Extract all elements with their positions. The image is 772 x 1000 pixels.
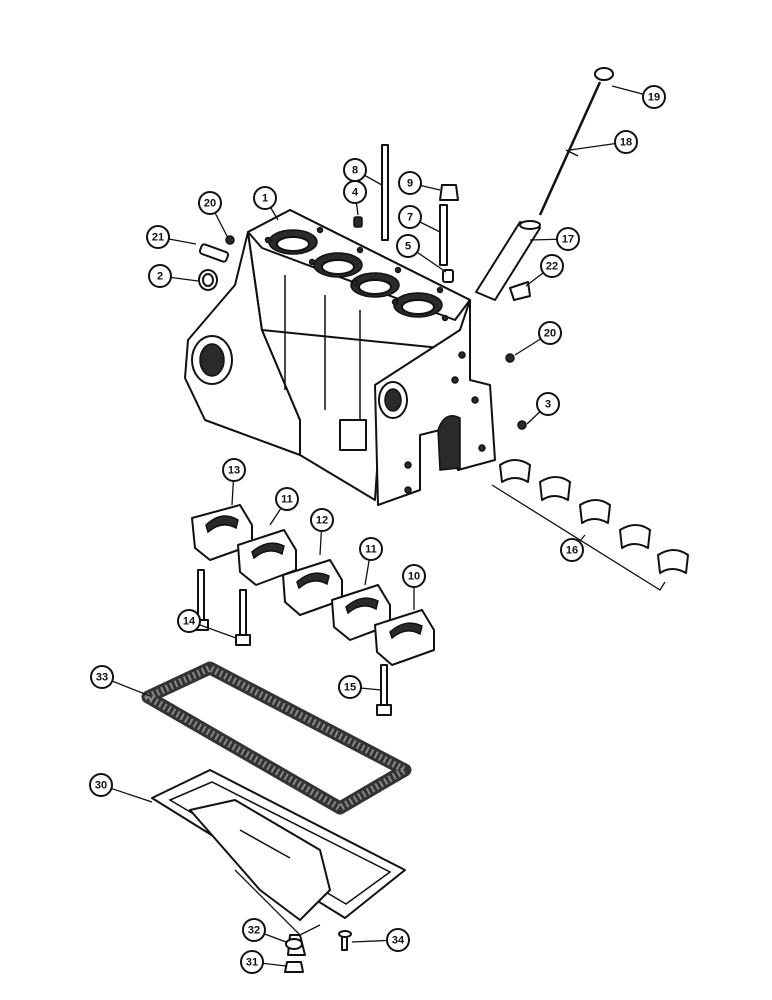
callout-c21: 21	[146, 225, 170, 249]
callout-c7: 7	[398, 205, 422, 229]
callout-number: 13	[228, 465, 240, 477]
callout-c4: 4	[343, 180, 367, 204]
callout-number: 17	[562, 234, 574, 246]
callout-ring	[642, 85, 666, 109]
callout-c1: 1	[253, 186, 277, 210]
callout-number: 2	[157, 271, 163, 283]
callout-c16: 16	[560, 538, 584, 562]
callout-ring	[614, 130, 638, 154]
callout-number: 14	[183, 616, 196, 628]
callout-ring	[396, 234, 420, 258]
callout-ring	[177, 609, 201, 633]
callout-c18: 18	[614, 130, 638, 154]
callout-ring	[242, 918, 266, 942]
dipstick-assembly	[475, 67, 614, 301]
callout-c14: 14	[177, 609, 201, 633]
callout-ring	[538, 321, 562, 345]
callout-ring	[343, 158, 367, 182]
callout-number: 20	[544, 328, 556, 340]
callout-ring	[198, 191, 222, 215]
callout-ring	[240, 950, 264, 974]
callout-number: 21	[152, 232, 164, 244]
callout-ring	[253, 186, 277, 210]
callout-ring	[560, 538, 584, 562]
callout-ring	[146, 225, 170, 249]
bearing-caps	[191, 504, 435, 666]
callout-ring	[90, 665, 114, 689]
callout-c17: 17	[556, 227, 580, 251]
callout-number: 34	[392, 935, 405, 947]
callout-c30: 30	[89, 773, 113, 797]
callout-c3: 3	[536, 392, 560, 416]
callout-number: 10	[408, 571, 420, 583]
callout-c11b: 11	[359, 537, 383, 561]
callout-number: 20	[204, 198, 216, 210]
callout-ring	[398, 171, 422, 195]
callout-c15: 15	[338, 675, 362, 699]
main-bearing-set	[491, 459, 689, 591]
callout-number: 7	[407, 212, 413, 224]
callout-ring	[536, 392, 560, 416]
callout-number: 3	[545, 399, 551, 411]
callout-c20a: 20	[198, 191, 222, 215]
callout-c13: 13	[222, 458, 246, 482]
cylinder-block	[184, 209, 496, 506]
callout-number: 1	[262, 193, 268, 205]
callout-ring	[359, 537, 383, 561]
callout-ring	[402, 564, 426, 588]
callout-number: 9	[407, 178, 413, 190]
block-hardware	[198, 144, 531, 430]
callout-number: 12	[316, 515, 328, 527]
callout-c32: 32	[242, 918, 266, 942]
callout-number: 4	[352, 187, 359, 199]
callout-number: 30	[95, 780, 107, 792]
callout-number: 11	[281, 494, 293, 506]
callout-ring	[398, 205, 422, 229]
callout-c11a: 11	[275, 487, 299, 511]
callout-c33: 33	[90, 665, 114, 689]
callout-number: 31	[246, 957, 258, 969]
callout-c10: 10	[402, 564, 426, 588]
callout-ring	[386, 928, 410, 952]
callout-number: 19	[648, 92, 660, 104]
callout-number: 16	[566, 545, 578, 557]
callout-ring	[275, 487, 299, 511]
callout-ring	[540, 254, 564, 278]
callout-ring	[222, 458, 246, 482]
callout-c34: 34	[386, 928, 410, 952]
callout-labels: 1234578910111112131415161718192020212230…	[89, 85, 666, 974]
callout-number: 22	[546, 261, 558, 273]
callout-c31: 31	[240, 950, 264, 974]
callout-number: 5	[405, 241, 411, 253]
callout-ring	[338, 675, 362, 699]
oil-pan-gasket	[141, 661, 412, 815]
callout-ring	[556, 227, 580, 251]
leader-lines	[100, 85, 655, 967]
callout-number: 15	[344, 682, 356, 694]
callout-c19: 19	[642, 85, 666, 109]
callout-number: 8	[352, 165, 358, 177]
callout-number: 18	[620, 137, 632, 149]
callout-c5: 5	[396, 234, 420, 258]
callout-c12: 12	[310, 508, 334, 532]
callout-number: 11	[365, 544, 377, 556]
callout-c9: 9	[398, 171, 422, 195]
callout-c2: 2	[148, 264, 172, 288]
callout-number: 33	[96, 672, 108, 684]
callout-ring	[310, 508, 334, 532]
callout-c20b: 20	[538, 321, 562, 345]
pan-hardware	[284, 930, 352, 973]
callout-number: 32	[248, 925, 260, 937]
callout-c22: 22	[540, 254, 564, 278]
callout-c8: 8	[343, 158, 367, 182]
callout-ring	[89, 773, 113, 797]
callout-ring	[148, 264, 172, 288]
